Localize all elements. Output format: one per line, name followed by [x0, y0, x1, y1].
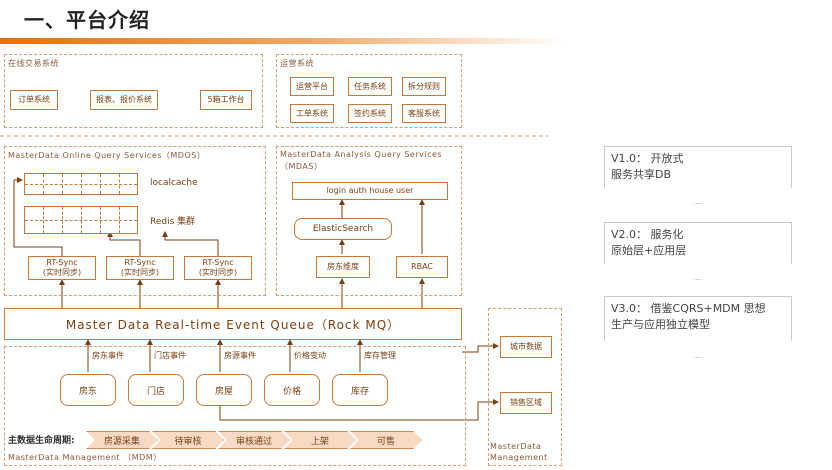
entity-house: 房屋 — [196, 374, 252, 406]
ticket-system-box: 工单系统 — [290, 104, 334, 123]
right-mdm-label-line1: MasterData — [490, 442, 542, 451]
mdas-label-line2: （MDAS） — [280, 162, 323, 171]
event-label-5: 库存管理 — [364, 351, 396, 360]
elasticsearch-box: ElasticSearch — [294, 218, 392, 240]
lifecycle-step-2: 待审核 — [152, 431, 224, 449]
rt-sync-1-line2: (实时同步) — [42, 268, 82, 277]
rt-sync-1-line1: RT-Sync — [46, 258, 78, 267]
lifecycle-label: 主数据生命周期: — [8, 436, 75, 446]
rt-sync-2-line1: RT-Sync — [124, 258, 156, 267]
rt-sync-3-line2: (实时同步) — [198, 268, 238, 277]
rt-sync-2-line2: (实时同步) — [120, 268, 160, 277]
contract-system-box: 签约系统 — [348, 104, 392, 123]
version-2-line2: 原始层+应用层 — [611, 244, 687, 257]
ops-systems-group — [276, 54, 462, 128]
mdos-label: MasterData Online Query Services（MDOS） — [8, 151, 206, 160]
event-label-3: 房源事件 — [224, 351, 256, 360]
entity-price: 价格 — [264, 374, 320, 406]
lifecycle-step-1: 房源采集 — [86, 431, 158, 449]
localcache-grid — [24, 173, 138, 195]
ops-systems-label: 运营系统 — [280, 59, 314, 68]
task-system-box: 任务系统 — [348, 77, 392, 96]
redis-grid — [24, 206, 138, 234]
lifecycle-step-5: 可售 — [350, 431, 422, 449]
order-system-box: 订单系统 — [10, 90, 58, 110]
sales-region-box: 销售区域 — [500, 392, 552, 414]
workbench-box: 5箱工作台 — [200, 90, 252, 110]
right-mdm-label-line2: Management — [490, 453, 548, 462]
rt-sync-box-3: RT-Sync (实时同步) — [184, 256, 252, 280]
entity-inventory: 库存 — [332, 374, 388, 406]
login-auth-box: login auth house user — [292, 182, 448, 200]
service-system-box: 客服系统 — [402, 104, 446, 123]
version-1-line2: 服务共享DB — [611, 168, 672, 181]
rt-sync-box-1: RT-Sync (实时同步) — [28, 256, 96, 280]
rt-sync-3-line1: RT-Sync — [202, 258, 234, 267]
mdas-group — [276, 146, 462, 296]
mdos-group — [4, 146, 266, 296]
entity-landlord: 房东 — [60, 374, 116, 406]
rbac-box: RBAC — [396, 256, 448, 278]
city-data-box: 城市数据 — [500, 336, 552, 358]
title-underline — [0, 38, 565, 44]
split-rule-box: 拆分规则 — [402, 77, 446, 96]
version-3-line2: 生产与应用独立模型 — [611, 318, 710, 331]
mdm-label: MasterData Management （MDM） — [8, 453, 162, 462]
rt-sync-box-2: RT-Sync (实时同步) — [106, 256, 174, 280]
trading-systems-label: 在线交易系统 — [8, 59, 59, 68]
localcache-label: localcache — [150, 178, 198, 188]
event-label-4: 价格变动 — [294, 351, 326, 360]
ops-platform-box: 运营平台 — [290, 77, 334, 96]
entity-store: 门店 — [128, 374, 184, 406]
version-3-line1: V3.0： 借鉴CQRS+MDM 思想 — [611, 302, 766, 315]
mdm-group — [4, 346, 466, 466]
event-label-2: 门店事件 — [154, 351, 186, 360]
trading-systems-group — [4, 54, 263, 128]
mdas-label-line1: MasterData Analysis Query Services — [280, 150, 443, 159]
lifecycle-step-4: 上架 — [284, 431, 356, 449]
event-queue-bar: Master Data Real-time Event Queue（Rock M… — [4, 308, 462, 340]
version-2-line1: V2.0： 服务化 — [611, 228, 684, 241]
report-system-box: 报表、报价系统 — [90, 90, 158, 110]
event-label-1: 房东事件 — [92, 351, 124, 360]
redis-label: Redis 集群 — [150, 217, 196, 227]
page-title: 一、平台介绍 — [24, 8, 150, 32]
lifecycle-step-3: 审核通过 — [218, 431, 290, 449]
right-mdm-group — [488, 308, 562, 466]
landlord-dimension-box: 房东维度 — [316, 256, 370, 278]
version-1-line1: V1.0： 开放式 — [611, 152, 684, 165]
